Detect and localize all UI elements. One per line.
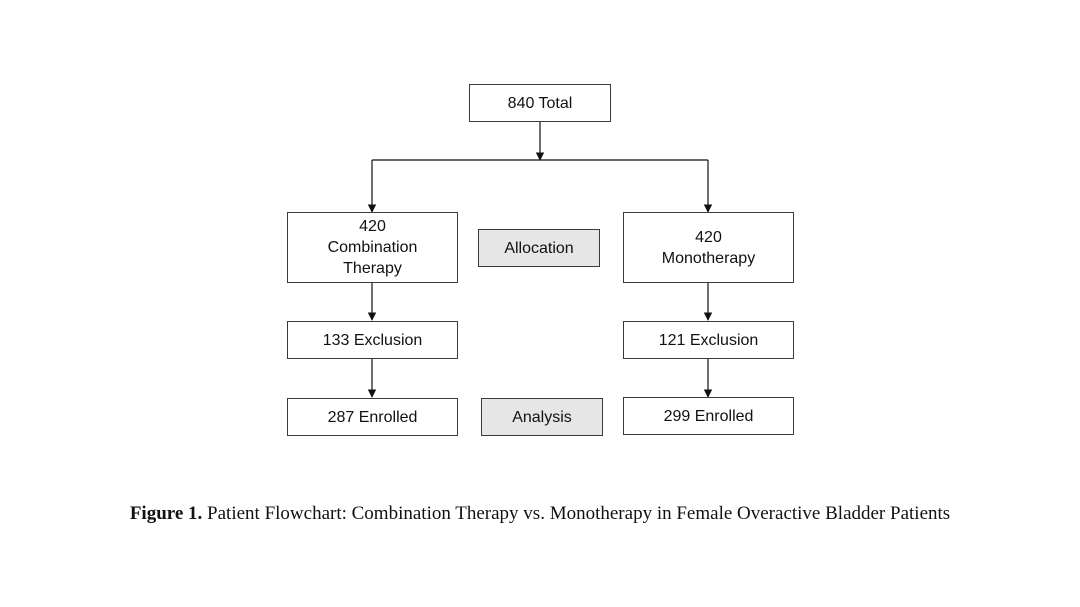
figure-caption-label: Figure 1.: [129, 503, 203, 524]
node-combination-label-line1: Combination: [327, 239, 418, 256]
stage-label-allocation-text: Allocation: [504, 239, 574, 257]
node-total-label: 840 Total: [507, 94, 573, 112]
node-combination-therapy: 420 Combination Therapy: [287, 212, 458, 283]
node-exclusion-combination-label: 133 Exclusion: [322, 331, 423, 349]
node-exclusion-monotherapy: 121 Exclusion: [623, 321, 794, 359]
stage-label-analysis: Analysis: [481, 398, 603, 436]
node-monotherapy: 420 Monotherapy: [623, 212, 794, 283]
figure-caption-text: Patient Flowchart: Combination Therapy v…: [202, 503, 951, 524]
node-enrolled-combination: 287 Enrolled: [287, 398, 458, 436]
node-combination-count: 420: [359, 218, 386, 235]
node-total: 840 Total: [469, 84, 611, 122]
stage-label-allocation: Allocation: [478, 229, 600, 267]
node-enrolled-monotherapy: 299 Enrolled: [623, 397, 794, 435]
node-exclusion-monotherapy-label: 121 Exclusion: [658, 331, 759, 349]
node-monotherapy-label: Monotherapy: [661, 249, 756, 267]
node-enrolled-combination-label: 287 Enrolled: [327, 408, 418, 426]
node-enrolled-monotherapy-label: 299 Enrolled: [663, 407, 754, 425]
node-monotherapy-count: 420: [695, 228, 722, 246]
figure-caption: Figure 1. Patient Flowchart: Combination…: [0, 503, 1080, 525]
node-combination-label-line2: Therapy: [343, 260, 402, 277]
node-exclusion-combination: 133 Exclusion: [287, 321, 458, 359]
stage-label-analysis-text: Analysis: [512, 408, 572, 426]
